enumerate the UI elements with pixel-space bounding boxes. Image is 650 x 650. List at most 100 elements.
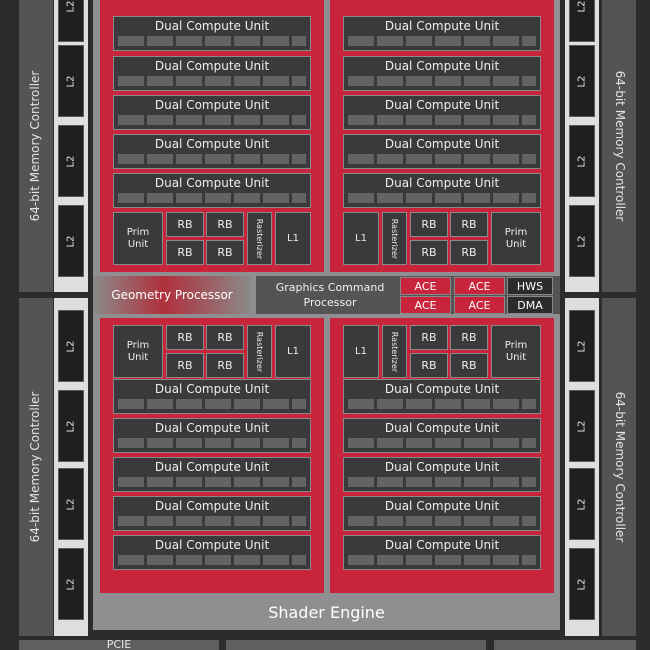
l2-cache-label: L2 <box>65 340 77 352</box>
dual-compute-unit: Dual Compute Unit <box>113 418 311 453</box>
l2-cache: L2 <box>58 125 84 197</box>
render-backend: RB <box>450 353 488 378</box>
dual-compute-unit-label: Dual Compute Unit <box>154 382 270 396</box>
render-backend: RB <box>206 353 244 378</box>
render-backend: RB <box>166 353 204 378</box>
dual-compute-unit-label: Dual Compute Unit <box>154 538 270 552</box>
rasterizer: Rasterizer <box>382 325 407 378</box>
memory-controller-label: 64-bit Memory Controller <box>611 377 627 557</box>
dual-compute-unit: Dual Compute Unit <box>343 16 541 51</box>
ace-unit: ACE <box>400 277 451 295</box>
bottom-interface-bar <box>226 640 486 650</box>
l1-cache-label: L1 <box>287 345 299 357</box>
simd-lanes <box>348 36 536 46</box>
memory-controller-label-label: 64-bit Memory Controller <box>28 70 42 222</box>
simd-lanes <box>118 76 306 86</box>
render-backend-label: RB <box>177 358 193 372</box>
ace-unit-label: ACE <box>414 279 437 293</box>
memory-controller-label-label: 64-bit Memory Controller <box>28 391 42 543</box>
l2-cache: L2 <box>569 310 595 382</box>
memory-controller-label: 64-bit Memory Controller <box>611 56 627 236</box>
l1-cache: L1 <box>343 212 379 265</box>
dual-compute-unit-label: Dual Compute Unit <box>384 137 500 151</box>
render-backend-label: RB <box>177 245 193 259</box>
dual-compute-unit: Dual Compute Unit <box>343 496 541 531</box>
render-backend-label: RB <box>217 217 233 231</box>
simd-lanes <box>118 555 306 565</box>
ace-unit-label: ACE <box>468 279 491 293</box>
simd-lanes <box>348 477 536 487</box>
simd-lanes <box>348 516 536 526</box>
dma-unit-label: DMA <box>517 298 543 312</box>
ace-unit: ACE <box>400 296 451 314</box>
l1-cache-label: L1 <box>287 232 299 244</box>
l2-cache-label: L2 <box>576 0 588 12</box>
simd-lanes <box>118 193 306 203</box>
ace-unit-label: ACE <box>414 298 437 312</box>
memory-controller-label-label: 64-bit Memory Controller <box>613 70 627 222</box>
memory-controller-3 <box>602 0 636 292</box>
memory-controller-4 <box>602 298 636 636</box>
l2-cache: L2 <box>58 548 84 620</box>
dual-compute-unit-label: Dual Compute Unit <box>154 421 270 435</box>
l2-cache-label: L2 <box>576 340 588 352</box>
dual-compute-unit-label: Dual Compute Unit <box>384 59 500 73</box>
graphics-command-processor: Graphics Command Processor <box>262 278 398 312</box>
render-backend-label: RB <box>217 358 233 372</box>
dual-compute-unit-label: Dual Compute Unit <box>154 59 270 73</box>
dual-compute-unit-label: Dual Compute Unit <box>154 499 270 513</box>
prim-unit-label: Prim Unit <box>504 339 528 363</box>
render-backend: RB <box>410 240 448 265</box>
rasterizer: Rasterizer <box>247 212 272 265</box>
memory-controller-2 <box>19 298 53 636</box>
render-backend: RB <box>166 240 204 265</box>
geometry-processor: Geometry Processor <box>93 276 251 314</box>
l2-cache-label: L2 <box>65 0 77 12</box>
render-backend: RB <box>410 353 448 378</box>
render-backend-label: RB <box>421 330 437 344</box>
simd-lanes <box>348 193 536 203</box>
render-backend-label: RB <box>217 245 233 259</box>
dual-compute-unit: Dual Compute Unit <box>343 95 541 130</box>
dual-compute-unit: Dual Compute Unit <box>113 535 311 570</box>
prim-unit: Prim Unit <box>113 325 163 378</box>
simd-lanes <box>118 154 306 164</box>
rasterizer-label: Rasterizer <box>255 331 265 372</box>
dual-compute-unit: Dual Compute Unit <box>343 535 541 570</box>
dual-compute-unit-label: Dual Compute Unit <box>154 98 270 112</box>
render-backend-label: RB <box>461 217 477 231</box>
hws-unit-label: HWS <box>516 279 544 293</box>
shader-engine-label: Shader Engine <box>93 603 560 627</box>
l2-cache: L2 <box>569 390 595 462</box>
rasterizer: Rasterizer <box>382 212 407 265</box>
dual-compute-unit: Dual Compute Unit <box>343 418 541 453</box>
l2-cache: L2 <box>58 205 84 277</box>
memory-controller-label: 64-bit Memory Controller <box>28 377 44 557</box>
pcie-label: PCIE <box>19 640 219 650</box>
render-backend: RB <box>166 325 204 350</box>
dual-compute-unit-label: Dual Compute Unit <box>384 176 500 190</box>
dual-compute-unit-label: Dual Compute Unit <box>154 137 270 151</box>
l2-cache-label: L2 <box>65 578 77 590</box>
rasterizer-label: Rasterizer <box>390 331 400 372</box>
dual-compute-unit-label: Dual Compute Unit <box>154 19 270 33</box>
l1-cache: L1 <box>275 325 311 378</box>
ace-unit-label: ACE <box>468 298 491 312</box>
dual-compute-unit: Dual Compute Unit <box>343 379 541 414</box>
dual-compute-unit: Dual Compute Unit <box>113 379 311 414</box>
dual-compute-unit: Dual Compute Unit <box>343 56 541 91</box>
dual-compute-unit-label: Dual Compute Unit <box>384 19 500 33</box>
simd-lanes <box>348 555 536 565</box>
l2-cache: L2 <box>569 548 595 620</box>
pcie-bar <box>19 640 219 650</box>
render-backend-label: RB <box>421 245 437 259</box>
simd-lanes <box>118 477 306 487</box>
prim-unit-label: Prim Unit <box>126 339 150 363</box>
rasterizer-label: Rasterizer <box>255 218 265 259</box>
render-backend-label: RB <box>217 330 233 344</box>
shader-engine-label-label: Shader Engine <box>268 603 385 622</box>
render-backend: RB <box>450 212 488 237</box>
render-backend-label: RB <box>421 358 437 372</box>
dual-compute-unit-label: Dual Compute Unit <box>154 460 270 474</box>
dual-compute-unit-label: Dual Compute Unit <box>384 382 500 396</box>
